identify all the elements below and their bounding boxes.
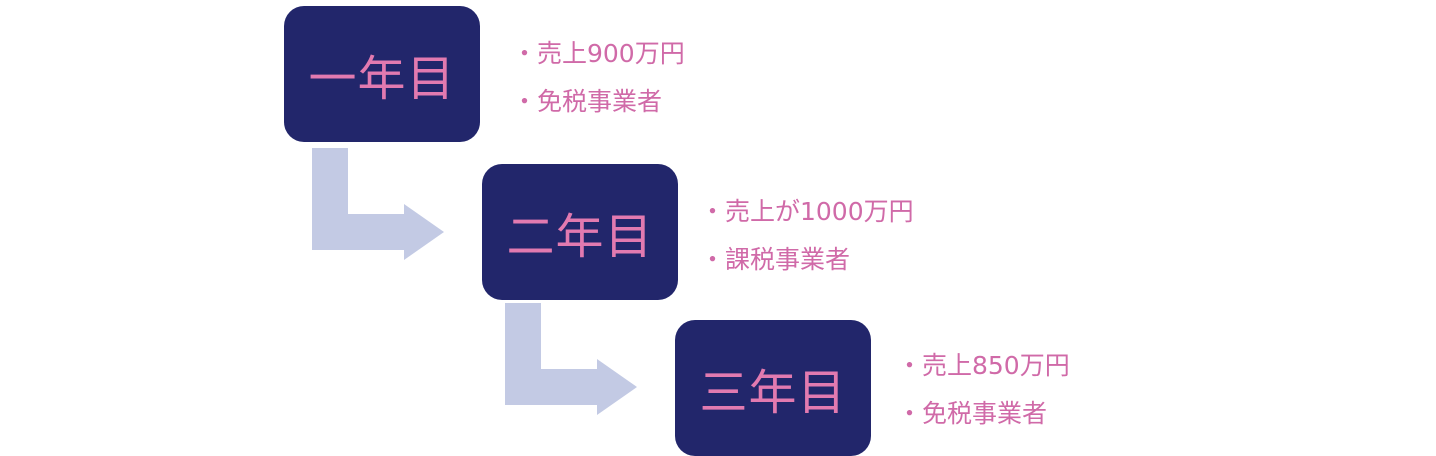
step-label-year2: 二年目 — [506, 209, 654, 265]
detail-tax-status: ・免税事業者 — [512, 87, 663, 116]
arrow-shape — [505, 303, 637, 415]
arrow-year1-to-year2 — [312, 148, 444, 260]
arrow-year2-to-year3 — [505, 303, 637, 415]
detail-sales: ・売上900万円 — [512, 39, 685, 68]
detail-tax-status: ・免税事業者 — [897, 399, 1048, 428]
detail-sales: ・売上が1000万円 — [700, 197, 914, 226]
step-box-year1: 一年目 — [284, 6, 480, 142]
step-label-year1: 一年目 — [308, 51, 456, 107]
step-box-year2: 二年目 — [482, 164, 678, 300]
step-details-year1: ・売上900万円 ・免税事業者 — [512, 30, 685, 126]
step-box-year3: 三年目 — [675, 320, 871, 456]
step-details-year2: ・売上が1000万円 ・課税事業者 — [700, 188, 914, 284]
step-details-year3: ・売上850万円 ・免税事業者 — [897, 342, 1070, 438]
detail-sales: ・売上850万円 — [897, 351, 1070, 380]
detail-tax-status: ・課税事業者 — [700, 245, 851, 274]
arrow-shape — [312, 148, 444, 260]
step-label-year3: 三年目 — [699, 365, 847, 421]
